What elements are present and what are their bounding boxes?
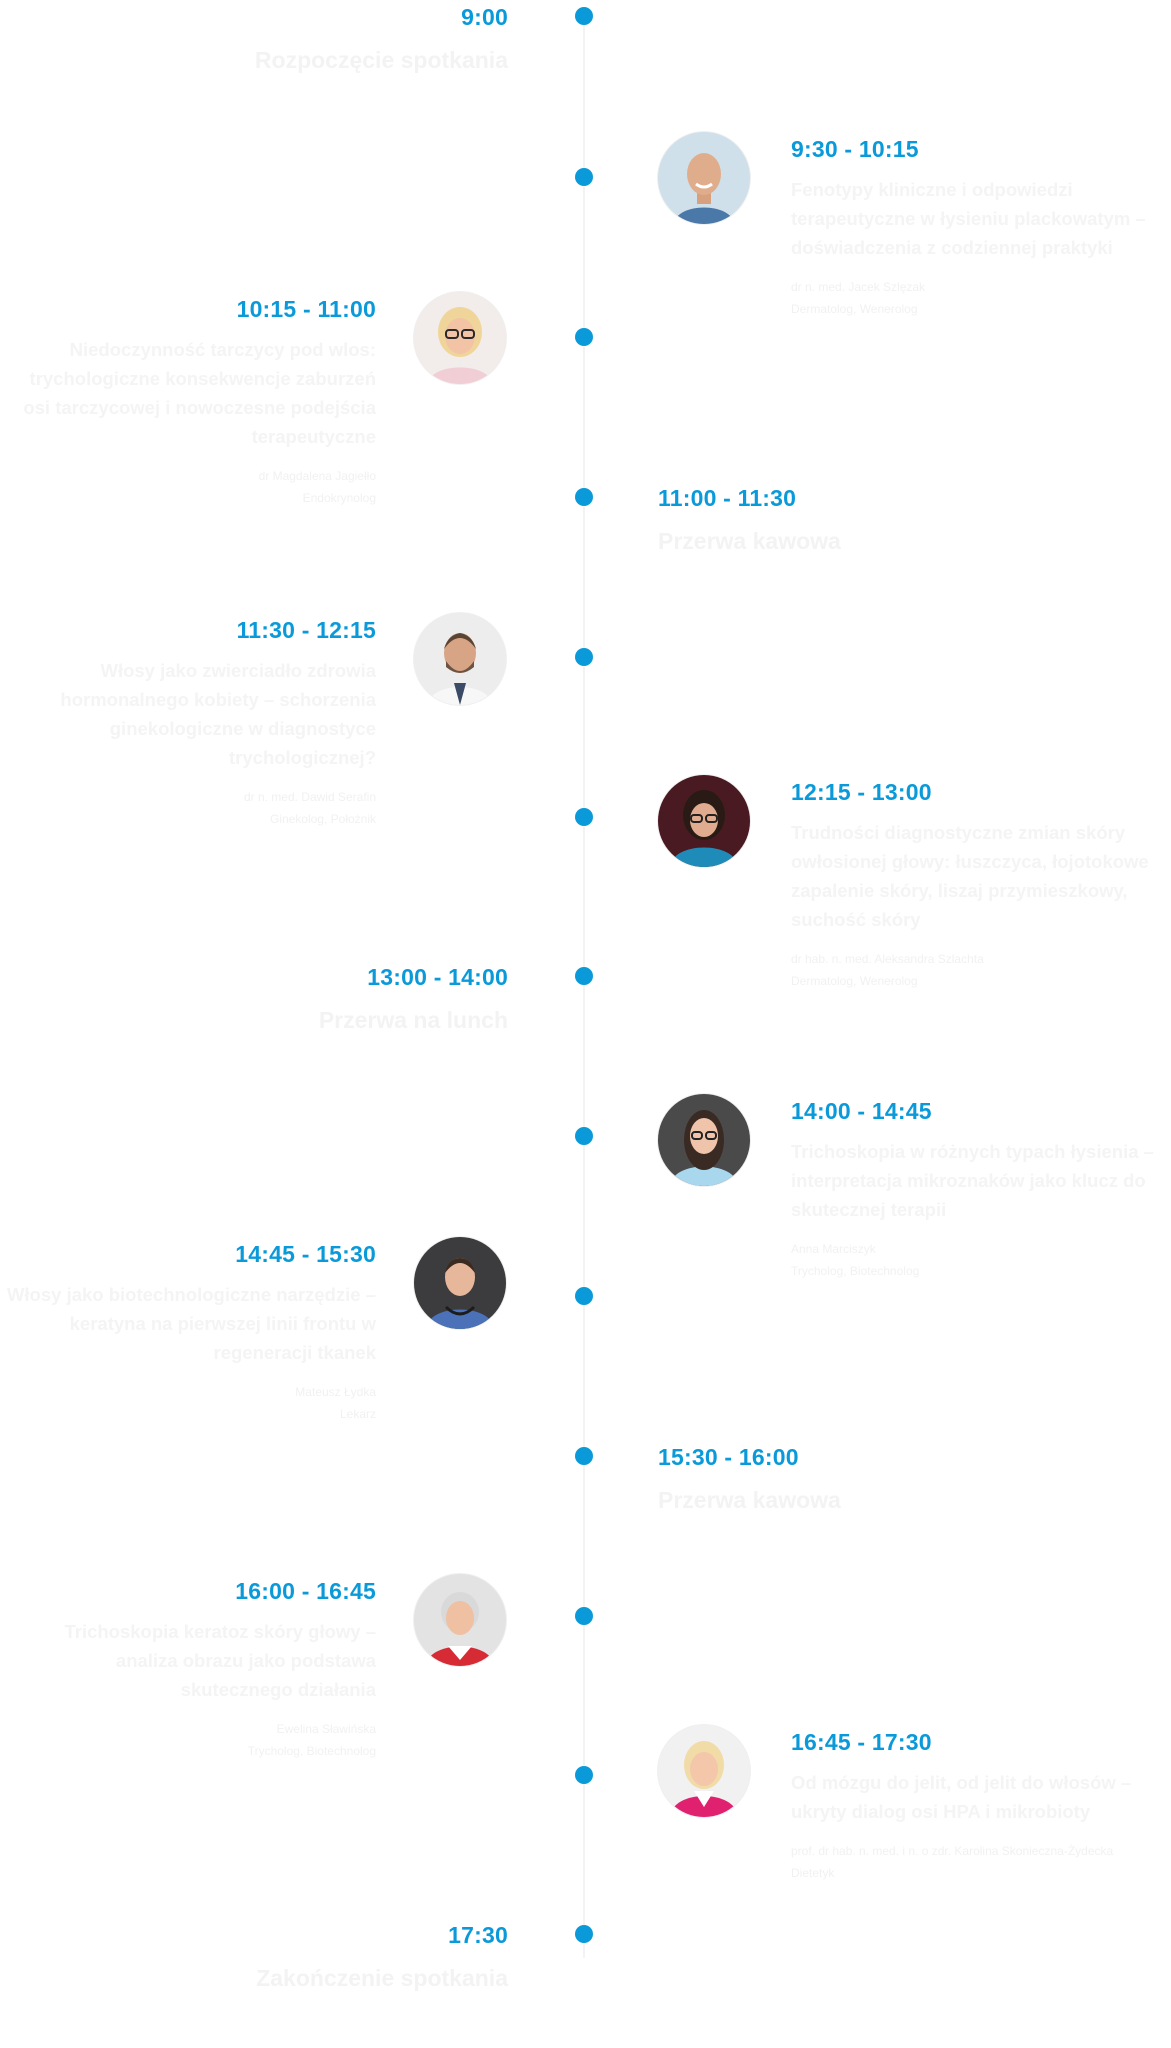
timeline-dot xyxy=(575,1766,593,1784)
timeline-dot xyxy=(575,1127,593,1145)
timeline-dot xyxy=(575,328,593,346)
agenda-time: 13:00 - 14:00 xyxy=(367,964,508,990)
agenda-item-session: 14:00 - 14:45 Trichoskopia w różnych typ… xyxy=(791,1097,1166,1282)
speaker-avatar xyxy=(658,132,750,224)
agenda-title: Od mózgu do jelit, od jelit do włosów – … xyxy=(791,1772,1132,1822)
agenda-item-session: 10:15 - 11:00 Niedoczynność tarczycy pod… xyxy=(0,295,376,509)
agenda-time: 10:15 - 11:00 xyxy=(236,296,376,322)
agenda-item-session: 9:30 - 10:15 Fenotypy kliniczne i odpowi… xyxy=(791,135,1166,320)
speaker-role: Lekarz xyxy=(339,1407,376,1421)
speaker-avatar xyxy=(414,613,506,705)
timeline-dot xyxy=(575,168,593,186)
speaker-avatar xyxy=(414,1237,506,1329)
speaker-avatar xyxy=(658,1094,750,1186)
agenda-item-closing: 17:30 Zakończenie spotkania xyxy=(200,1921,508,1993)
speaker-role: Ginekolog, Położnik xyxy=(269,812,376,826)
agenda-item-session: 11:30 - 12:15 Włosy jako zwierciadło zdr… xyxy=(0,616,376,830)
timeline-dot xyxy=(575,1607,593,1625)
agenda-time: 15:30 - 16:00 xyxy=(658,1444,799,1470)
agenda-item-break: 11:00 - 11:30 Przerwa kawowa xyxy=(658,484,1058,556)
timeline-dot xyxy=(575,1287,593,1305)
agenda-item-session: 16:45 - 17:30 Od mózgu do jelit, od jeli… xyxy=(791,1728,1166,1884)
agenda-item-session: 12:15 - 13:00 Trudności diagnostyczne zm… xyxy=(791,778,1166,992)
agenda-title: Zakończenie spotkania xyxy=(256,1965,508,1991)
speaker-role: Dermatolog, Wenerolog xyxy=(791,302,918,316)
agenda-item-session: 16:00 - 16:45 Trichoskopia keratoz skóry… xyxy=(0,1577,376,1762)
agenda-time: 9:00 xyxy=(461,4,508,30)
agenda-time: 16:45 - 17:30 xyxy=(791,1729,932,1755)
agenda-title: Niedoczynność tarczycy pod wlos: trychol… xyxy=(23,339,376,447)
speaker-avatar xyxy=(414,292,506,384)
agenda-title: Włosy jako zwierciadło zdrowia hormonaln… xyxy=(60,660,376,768)
agenda-title: Trudności diagnostyczne zmian skóry owło… xyxy=(791,822,1149,930)
speaker-name: Mateusz Łydka xyxy=(295,1385,376,1399)
speaker-avatar xyxy=(658,775,750,867)
timeline-dot xyxy=(575,7,593,25)
agenda-title: Fenotypy kliniczne i odpowiedzi terapeut… xyxy=(791,179,1146,258)
speaker-name: Ewelina Sławińska xyxy=(276,1722,376,1736)
agenda-time: 11:00 - 11:30 xyxy=(658,485,797,511)
agenda-title: Trichoskopia keratoz skóry głowy – anali… xyxy=(64,1621,376,1700)
timeline-dot xyxy=(575,1925,593,1943)
speaker-avatar xyxy=(414,1574,506,1666)
timeline-dot xyxy=(575,648,593,666)
timeline-line xyxy=(583,18,585,1958)
agenda-title: Rozpoczęcie spotkania xyxy=(254,47,508,73)
timeline-dot xyxy=(575,1447,593,1465)
agenda-item-break: 13:00 - 14:00 Przerwa na lunch xyxy=(200,963,508,1035)
speaker-role: Dermatolog, Wenerolog xyxy=(791,974,918,988)
speaker-name: dr hab. n. med. Aleksandra Szlachta xyxy=(791,952,984,966)
timeline-dot xyxy=(575,808,593,826)
speaker-role: Dietetyk xyxy=(791,1866,835,1880)
speaker-name: dr Magdalena Jagiełło xyxy=(258,469,376,483)
agenda-item-session: 14:45 - 15:30 Włosy jako biotechnologicz… xyxy=(0,1240,376,1425)
speaker-name: dr n. med. Dawid Serafin xyxy=(243,790,376,804)
agenda-time: 11:30 - 12:15 xyxy=(236,617,376,643)
speaker-role: Endokrynolog xyxy=(302,491,376,505)
speaker-role: Trycholog, Biotechnolog xyxy=(247,1744,376,1758)
speaker-name: Anna Marciszyk xyxy=(791,1242,876,1256)
agenda-time: 16:00 - 16:45 xyxy=(235,1578,376,1604)
timeline-dot xyxy=(575,967,593,985)
agenda-time: 14:00 - 14:45 xyxy=(791,1098,932,1124)
speaker-name: dr n. med. Jacek Szlęzak xyxy=(791,280,926,294)
speaker-role: Trycholog, Biotechnolog xyxy=(791,1264,920,1278)
agenda-title: Trichoskopia w różnych typach łysienia –… xyxy=(791,1141,1154,1220)
speaker-name: prof. dr hab. n. med. i n. o zdr. Karoli… xyxy=(791,1844,1114,1858)
agenda-item-opening: 9:00 Rozpoczęcie spotkania xyxy=(200,3,508,75)
agenda-item-break: 15:30 - 16:00 Przerwa kawowa xyxy=(658,1443,1058,1515)
agenda-title: Włosy jako biotechnologiczne narzędzie –… xyxy=(6,1284,376,1363)
agenda-title: Przerwa na lunch xyxy=(318,1007,508,1033)
speaker-avatar xyxy=(658,1725,750,1817)
agenda-time: 14:45 - 15:30 xyxy=(235,1241,376,1267)
agenda-time: 9:30 - 10:15 xyxy=(791,136,919,162)
agenda-time: 12:15 - 13:00 xyxy=(791,779,932,805)
timeline-dot xyxy=(575,488,593,506)
agenda-time: 17:30 xyxy=(448,1922,508,1948)
agenda-title: Przerwa kawowa xyxy=(658,1487,841,1513)
agenda-title: Przerwa kawowa xyxy=(658,528,841,554)
